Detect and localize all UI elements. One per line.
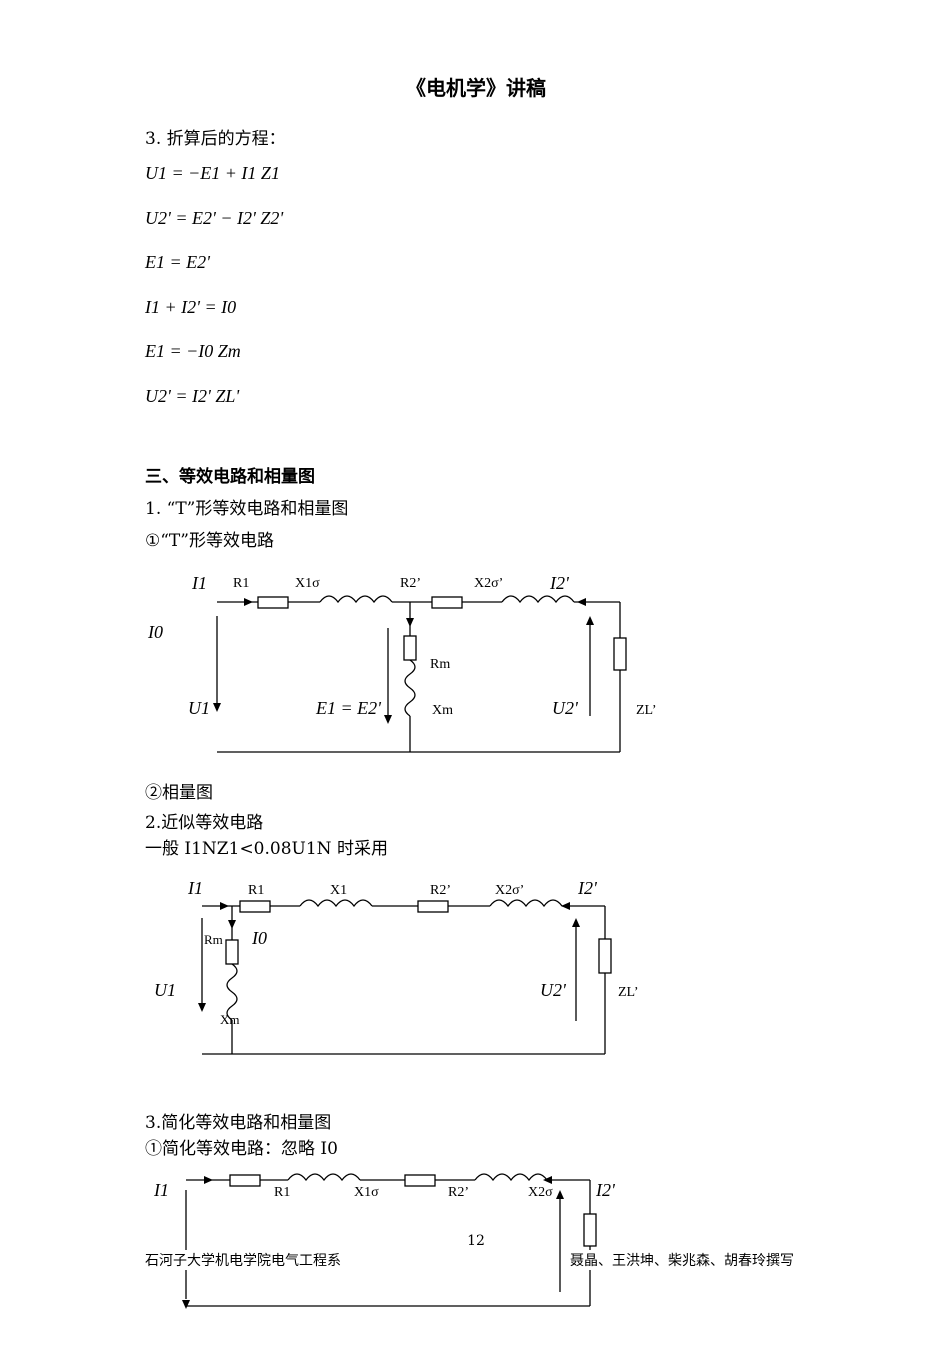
sub3a-heading: ①简化等效电路：忽略 I0 xyxy=(145,1139,338,1159)
equation-line: I1 + I2' = I0 xyxy=(145,297,237,317)
approx-equivalent-circuit: I1 R1 X1 R2’ X2σ’ I2' Rm I0 U1 Xm U2' ZL… xyxy=(154,878,638,1055)
a-label-xm: Xm xyxy=(220,1012,240,1027)
a-label-i1: I1 xyxy=(187,878,203,898)
sub2-heading: 2.近似等效电路 xyxy=(145,813,264,833)
sub1b-heading: ②相量图 xyxy=(145,783,213,803)
s-label-x1s: X1σ xyxy=(354,1185,379,1200)
t-label-zlp: ZL’ xyxy=(636,703,656,718)
sub3-heading: 3.简化等效电路和相量图 xyxy=(145,1113,332,1133)
t-label-i0: I0 xyxy=(147,622,163,642)
s-label-i2p: I2' xyxy=(595,1180,616,1200)
t-label-rm: Rm xyxy=(430,657,450,672)
footer-right: 聂晶、王洪坤、柴兆森、胡春玲撰写 xyxy=(570,1250,794,1270)
t-label-x2sp: X2σ’ xyxy=(474,576,503,591)
a-label-r2p: R2’ xyxy=(430,883,451,898)
t-label-u2p: U2' xyxy=(552,698,579,718)
a-label-i0: I0 xyxy=(251,928,267,948)
t-label-x1s: X1σ xyxy=(295,576,320,591)
equation-line: E1 = E2' xyxy=(145,252,210,272)
t-label-e: E1 = E2' xyxy=(315,698,382,718)
equation-line: U2' = I2' ZL' xyxy=(145,386,240,406)
equation-line: U1 = −E1 + I1 Z1 xyxy=(145,163,280,183)
t-label-i1: I1 xyxy=(191,573,207,593)
a-label-i2p: I2' xyxy=(577,878,598,898)
a-label-x1: X1 xyxy=(330,883,347,898)
a-label-u1: U1 xyxy=(154,980,176,1000)
simplified-equivalent-circuit: I1 R1 X1σ R2’ X2σ I2' xyxy=(153,1173,616,1309)
a-label-zlp: ZL’ xyxy=(618,985,638,1000)
t-label-u1: U1 xyxy=(188,698,210,718)
footer-left: 石河子大学机电学院电气工程系 xyxy=(145,1250,341,1270)
page-number: 12 xyxy=(467,1233,485,1249)
sub2-note: 一般 I1NZ1<0.08U1N 时采用 xyxy=(145,839,388,859)
s-label-x2s: X2σ xyxy=(528,1185,553,1200)
sub1-heading: 1. “T”形等效电路和相量图 xyxy=(145,499,349,519)
a-label-x2p: X2σ’ xyxy=(495,883,524,898)
a-label-u2p: U2' xyxy=(540,980,567,1000)
a-label-r1: R1 xyxy=(248,883,264,898)
t-label-r2p: R2’ xyxy=(400,576,421,591)
t-equivalent-circuit: I1 R1 X1σ R2’ X2σ’ I2' I0 Rm Xm U1 E1 = … xyxy=(147,573,656,753)
equation-line: E1 = −I0 Zm xyxy=(145,341,241,361)
sub1a-heading: ①“T”形等效电路 xyxy=(145,531,274,551)
a-label-rm: Rm xyxy=(204,932,223,947)
s-label-r2p: R2’ xyxy=(448,1185,469,1200)
page-title: 《电机学》讲稿 xyxy=(406,76,546,100)
t-label-xm: Xm xyxy=(432,703,453,718)
t-label-i2p: I2' xyxy=(549,573,570,593)
equation-line: U2' = E2' − I2' Z2' xyxy=(145,208,284,228)
part3-heading: 三、等效电路和相量图 xyxy=(145,467,315,487)
section-equations-heading: 3. 折算后的方程： xyxy=(145,129,286,149)
t-label-r1: R1 xyxy=(233,576,249,591)
s-label-r1: R1 xyxy=(274,1185,290,1200)
s-label-i1: I1 xyxy=(153,1180,169,1200)
